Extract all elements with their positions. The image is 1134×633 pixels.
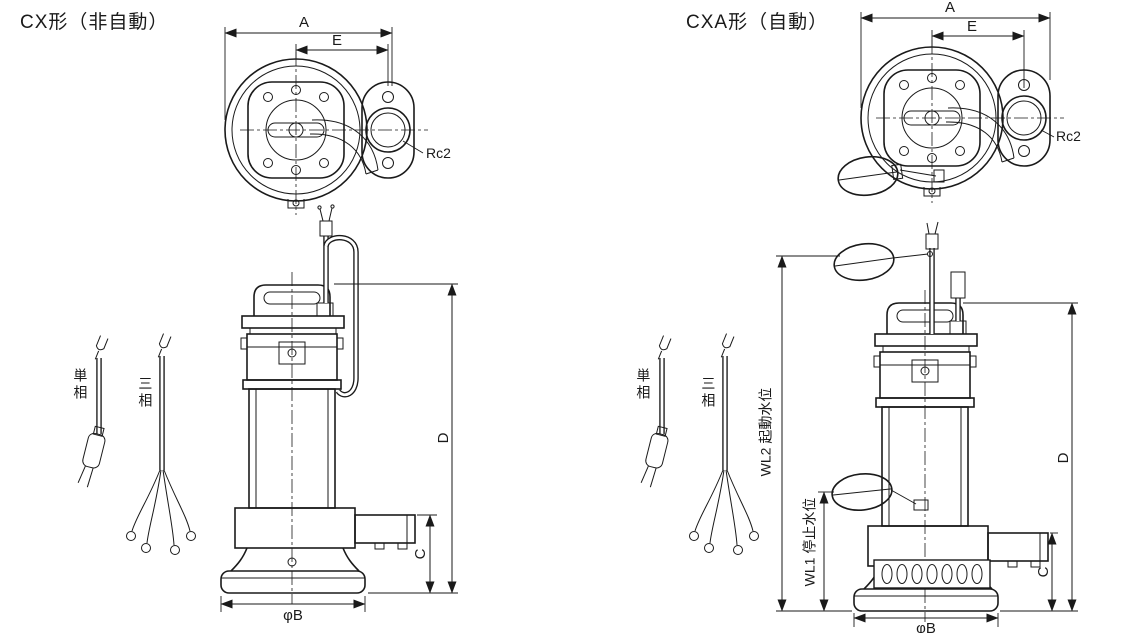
rc2-label-right: Rc2 (1056, 128, 1081, 144)
cxa-top-view (837, 39, 1065, 204)
wl1-stop-level-label: WL1 停止水位 (801, 497, 818, 587)
dim-e-label-left: E (331, 32, 343, 49)
cx-side-view (220, 204, 416, 605)
three-phase-label-right: 三相 (700, 376, 717, 410)
dim-b-label-left: φB (283, 607, 303, 624)
dimension-a-right (860, 12, 1051, 108)
dimension-d-left (334, 283, 458, 594)
cxa-power-cable (925, 221, 939, 334)
float-switch-upper (833, 242, 933, 282)
left-diagram-title: CX形（非自動） (20, 12, 169, 33)
cxa-side-view (831, 221, 1049, 623)
cx-top-view (224, 51, 429, 216)
float-switch-lower (831, 473, 929, 511)
dim-a-label-right: A (944, 0, 956, 16)
dimension-b-left (220, 596, 366, 612)
dim-d-label-left: D (434, 432, 452, 444)
strainer (873, 559, 991, 589)
dim-a-label-left: A (298, 14, 310, 31)
dim-d-label-right: D (1054, 452, 1072, 464)
rc2-leader-left (402, 140, 424, 154)
single-phase-label-right: 単相 (635, 368, 652, 402)
float-switch-top-view (837, 155, 945, 197)
dimension-b-right (853, 613, 999, 627)
rc2-leader-right (1040, 129, 1055, 138)
dimension-d-right (963, 302, 1078, 612)
rc2-label-left: Rc2 (426, 145, 451, 161)
dim-c-label-right: C (1034, 566, 1052, 578)
dimension-wl2 (776, 255, 852, 612)
dimension-e-left (295, 44, 389, 86)
dim-e-label-right: E (966, 18, 978, 35)
dim-b-label-right: φB (916, 620, 936, 633)
dimension-c-right (1047, 532, 1058, 612)
single-phase-label-left: 単相 (72, 368, 89, 402)
right-diagram-title: CXA形（自動） (686, 12, 829, 33)
dimension-wl1 (818, 491, 834, 612)
cxa-cords (640, 334, 759, 555)
cx-cords (77, 334, 196, 555)
dimension-c-left (417, 514, 437, 594)
cx-power-cable (317, 204, 359, 398)
dim-c-label-left: C (411, 548, 429, 560)
three-phase-label-left: 三相 (137, 376, 154, 410)
dimension-e-right (931, 30, 1025, 88)
cxa-float-cable (950, 271, 966, 321)
wl2-start-level-label: WL2 起動水位 (757, 387, 774, 477)
dimension-a-left (224, 27, 393, 120)
